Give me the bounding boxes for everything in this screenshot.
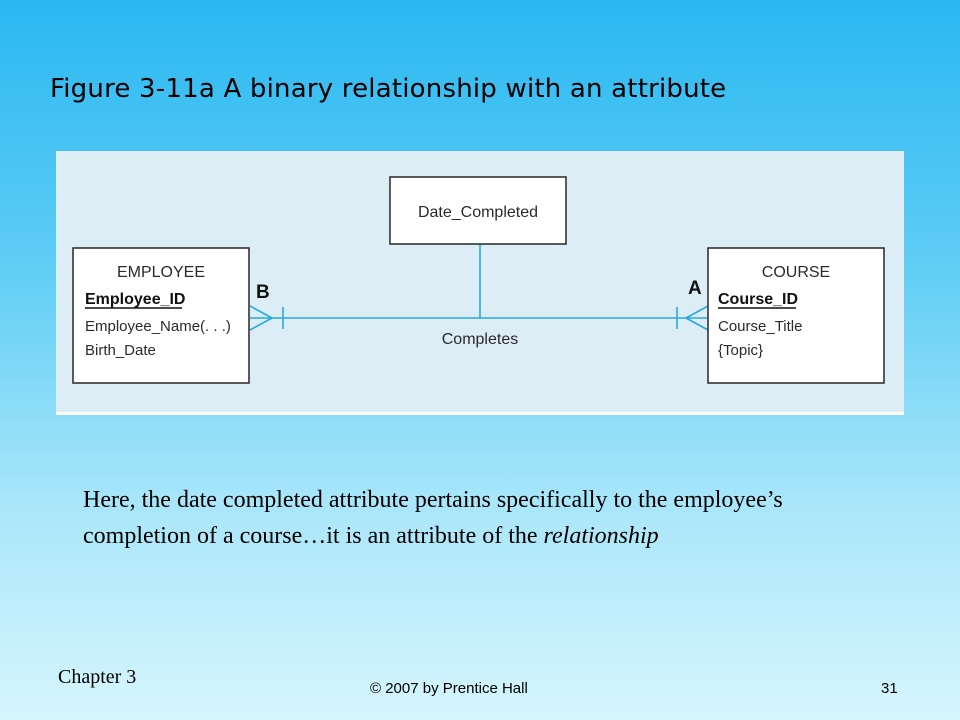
course-cardinality-label: A [688,278,702,299]
slide-title: Figure 3-11a A binary relationship with … [50,74,727,104]
date-completed-label: Date_Completed [418,204,538,221]
employee-key-attribute: Employee_ID [85,291,185,308]
er-diagram: Date_Completed Completes EMPLOYEE Employ… [56,151,904,415]
employee-entity-name: EMPLOYEE [117,264,205,281]
employee-cardinality-mark [249,305,284,331]
date-completed-box [389,176,567,245]
explanation-emphasis: relationship [543,523,659,549]
explanation-text: Here, the date completed attribute perta… [83,482,883,554]
page-number: 31 [881,680,898,697]
chapter-label: Chapter 3 [58,666,137,688]
employee-attribute: Employee_Name(. . .) [85,318,231,335]
relationship-label: Completes [442,331,518,348]
course-attribute: Course_Title [718,318,802,335]
course-attribute: {Topic} [718,342,763,359]
explanation-lead: Here, the date completed attribute perta… [83,487,783,549]
course-key-attribute: Course_ID [718,291,798,308]
er-diagram-canvas: Date_Completed Completes EMPLOYEE Employ… [72,176,885,384]
employee-entity-box [72,247,250,384]
employee-attribute: Birth_Date [85,342,156,359]
course-entity-box [707,247,885,384]
copyright-notice: © 2007 by Prentice Hall [370,680,528,697]
employee-cardinality-label: B [256,282,270,303]
course-cardinality-mark [676,305,709,331]
course-entity-name: COURSE [762,264,830,281]
